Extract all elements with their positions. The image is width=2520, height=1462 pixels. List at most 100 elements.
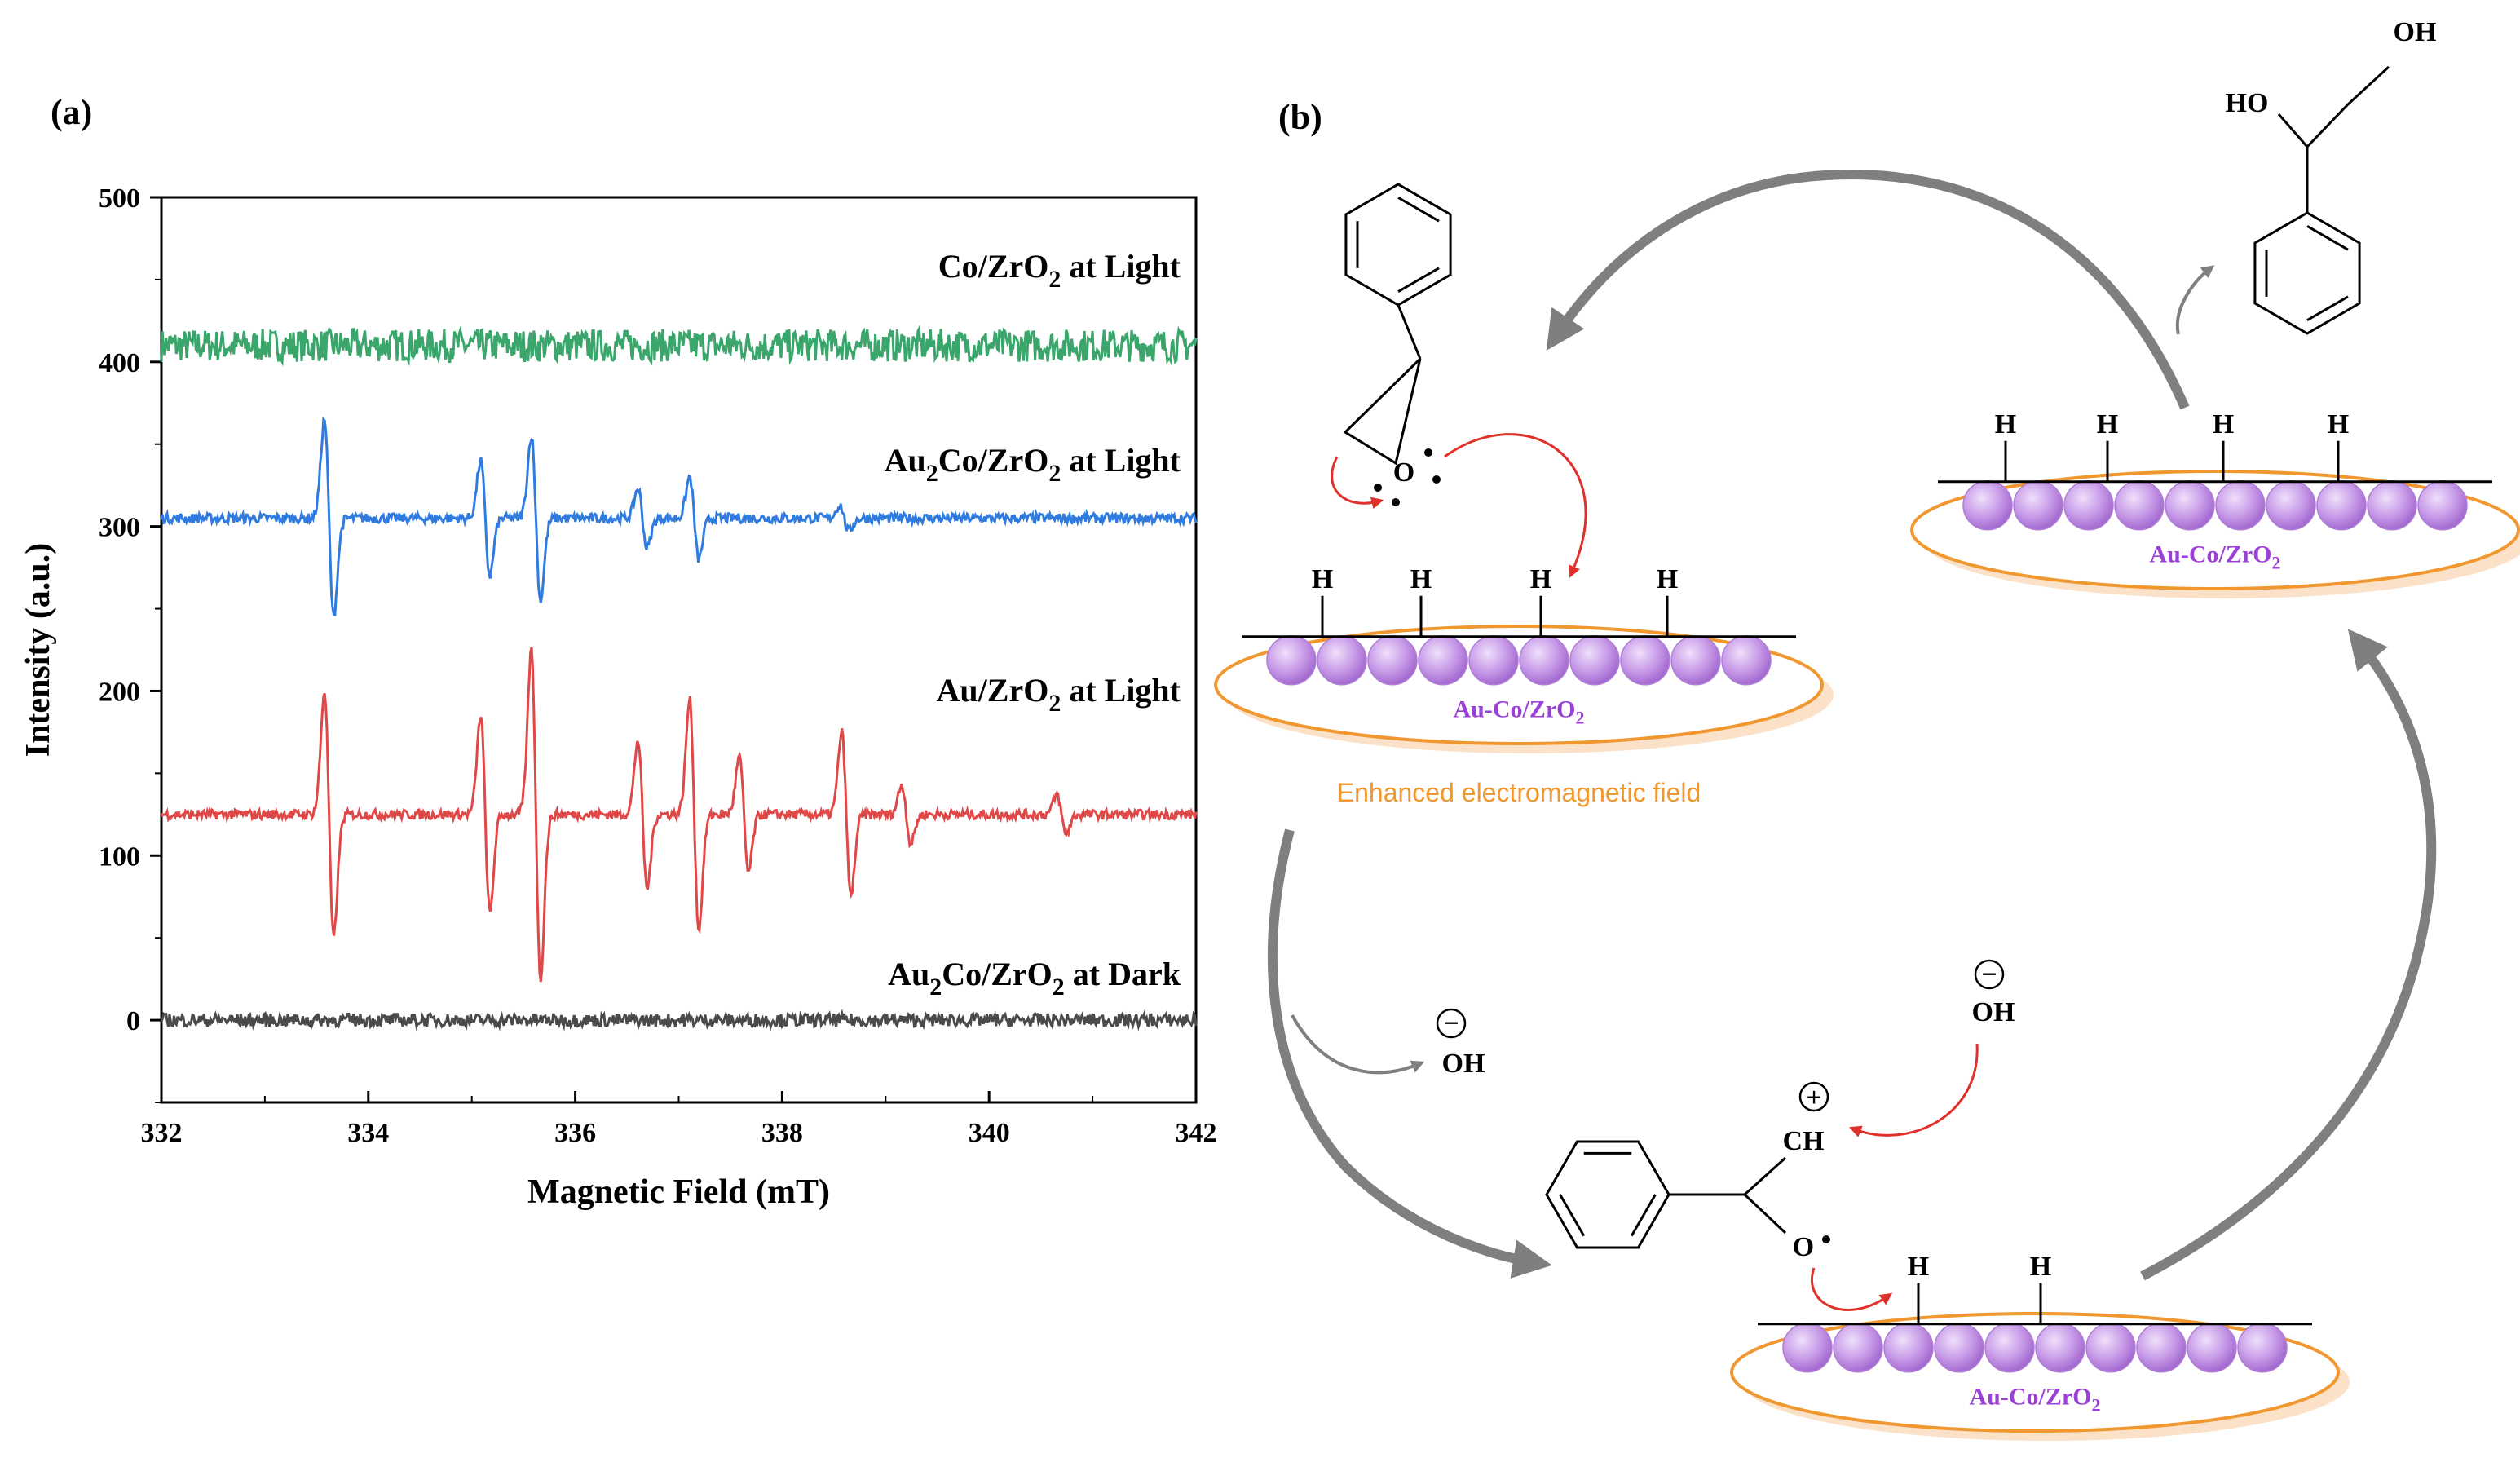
metal-sphere bbox=[2215, 480, 2266, 531]
bond bbox=[1669, 1156, 1787, 1196]
epoxide-ring bbox=[1343, 357, 1422, 466]
radical-dot bbox=[1822, 1235, 1830, 1243]
styrene-oxide-ring bbox=[1344, 183, 1452, 307]
metal-sphere bbox=[1418, 635, 1468, 686]
lone-pair-dot bbox=[1392, 498, 1400, 506]
h-atom-label: H bbox=[1657, 564, 1678, 594]
metal-sphere bbox=[2187, 1323, 2237, 1373]
y-axis-label: Intensity (a.u.) bbox=[20, 543, 57, 758]
x-tick-label: 342 bbox=[1176, 1118, 1217, 1148]
metal-sphere bbox=[2063, 480, 2114, 531]
h-atom-label: H bbox=[2030, 1252, 2051, 1282]
series-line bbox=[160, 1009, 1198, 1031]
metal-sphere bbox=[1962, 480, 2013, 531]
h-atom-label: H bbox=[2213, 409, 2234, 439]
x-tick-label: 336 bbox=[554, 1118, 596, 1148]
oxygen-label: O bbox=[1393, 457, 1414, 488]
series-label: Au2Co/ZrO2 at Light bbox=[885, 442, 1181, 487]
lone-pair-dot bbox=[1432, 475, 1441, 484]
red-arrow bbox=[1331, 456, 1384, 510]
metal-sphere bbox=[1569, 635, 1620, 686]
catalyst-ellipse bbox=[1214, 625, 1824, 745]
metal-sphere bbox=[2035, 1323, 2085, 1373]
catalyst-label: Au-Co/ZrO2 bbox=[1454, 696, 1585, 728]
minus-sign: − bbox=[1981, 960, 1997, 990]
catalyst-ellipse bbox=[1730, 1312, 2340, 1433]
metal-sphere bbox=[2316, 480, 2367, 531]
diol-ring bbox=[2253, 211, 2361, 335]
ch-label: CH bbox=[1783, 1126, 1825, 1156]
h-atom-label: H bbox=[1312, 564, 1333, 594]
minus-sign: − bbox=[1443, 1009, 1459, 1039]
y-tick-label: 0 bbox=[126, 1006, 140, 1036]
plus-sign: + bbox=[1806, 1083, 1821, 1113]
gray-arrow bbox=[2175, 265, 2215, 335]
cycle-arrow-top bbox=[1546, 170, 2190, 410]
x-tick-label: 332 bbox=[141, 1118, 183, 1148]
h-atom-label: H bbox=[2097, 409, 2118, 439]
red-arrow bbox=[1848, 1043, 1979, 1137]
y-tick-label: 400 bbox=[99, 348, 140, 378]
h-atom-label: H bbox=[1530, 564, 1551, 594]
metal-sphere bbox=[1317, 635, 1367, 686]
gray-arrow bbox=[1291, 1014, 1425, 1075]
metal-sphere bbox=[2013, 480, 2063, 531]
y-tick-label: 300 bbox=[99, 513, 140, 543]
y-tick-label: 500 bbox=[99, 183, 140, 214]
metal-sphere bbox=[1721, 635, 1772, 686]
plus-charge bbox=[1798, 1081, 1829, 1112]
ho-label: HO bbox=[2226, 88, 2269, 118]
metal-sphere bbox=[1367, 635, 1418, 686]
catalyst-ellipse bbox=[1910, 470, 2520, 590]
metal-sphere bbox=[1620, 635, 1670, 686]
hydroxide-label: OH bbox=[1972, 997, 2015, 1027]
metal-sphere bbox=[2136, 1323, 2187, 1373]
metal-sphere bbox=[2165, 480, 2215, 531]
metal-sphere bbox=[2114, 480, 2165, 531]
cycle-arrow-left bbox=[1267, 828, 1552, 1279]
metal-sphere bbox=[1468, 635, 1519, 686]
series-line bbox=[160, 325, 1198, 367]
metal-sphere bbox=[1782, 1323, 1833, 1373]
y-tick-label: 200 bbox=[99, 677, 140, 707]
metal-sphere bbox=[2266, 480, 2316, 531]
panel-label-a: (a) bbox=[51, 92, 93, 132]
minus-charge bbox=[1436, 1008, 1467, 1039]
metal-sphere bbox=[1833, 1323, 1883, 1373]
metal-sphere bbox=[1519, 635, 1569, 686]
metal-sphere bbox=[1934, 1323, 1984, 1373]
h-atom-label: H bbox=[1908, 1252, 1929, 1282]
metal-sphere bbox=[1984, 1323, 2035, 1373]
metal-sphere bbox=[1883, 1323, 1934, 1373]
field-label: Enhanced electromagnetic field bbox=[1337, 778, 1701, 807]
lone-pair-dot bbox=[1424, 448, 1432, 457]
y-tick-label: 100 bbox=[99, 841, 140, 872]
bond bbox=[1397, 304, 1422, 360]
chart-series bbox=[160, 325, 1198, 1031]
metal-sphere bbox=[1266, 635, 1317, 686]
h-atom-label: H bbox=[2328, 409, 2349, 439]
oh-label: OH bbox=[2394, 17, 2437, 47]
h-atom-label: H bbox=[1995, 409, 2016, 439]
series-line bbox=[160, 647, 1198, 983]
x-tick-label: 334 bbox=[347, 1118, 389, 1148]
panel-label-b: (b) bbox=[1278, 97, 1322, 137]
metal-sphere bbox=[2085, 1323, 2136, 1373]
minus-charge bbox=[1974, 959, 2005, 990]
x-tick-label: 340 bbox=[969, 1118, 1010, 1148]
metal-sphere bbox=[1670, 635, 1721, 686]
catalyst-label: Au-Co/ZrO2 bbox=[1970, 1384, 2101, 1416]
bond bbox=[2277, 113, 2309, 148]
lone-pair-dot bbox=[1374, 484, 1382, 492]
metal-sphere bbox=[2367, 480, 2417, 531]
x-axis-label: Magnetic Field (mT) bbox=[527, 1173, 830, 1211]
cycle-arrow-right bbox=[2140, 629, 2437, 1281]
bond bbox=[1743, 1193, 1787, 1235]
intermediate-ring bbox=[1545, 1140, 1670, 1249]
oxygen-radical-label: O bbox=[1793, 1232, 1814, 1262]
